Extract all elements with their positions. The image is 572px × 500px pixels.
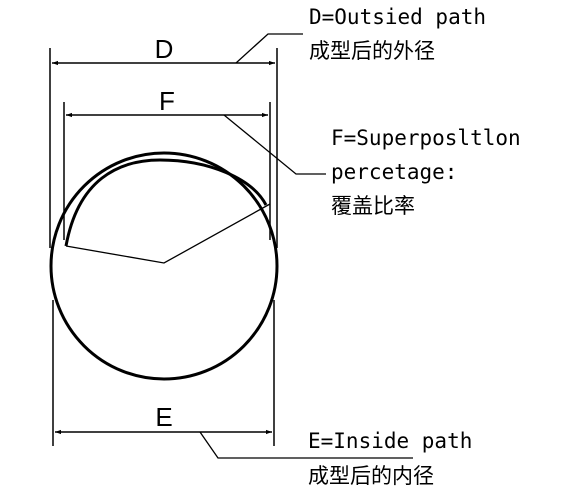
overlap-arc: [64, 158, 268, 247]
ring-circle: [49, 151, 279, 381]
dimension-f: F: [63, 86, 271, 240]
dimension-d: D: [49, 34, 278, 248]
dimension-label-f: F: [159, 86, 175, 116]
note-inside-en: E=Inside path: [308, 429, 472, 453]
leader-line-outside: [235, 33, 303, 64]
formed-ring: [49, 151, 279, 381]
note-overlap-en-line1: F=Superposltlon: [331, 126, 521, 150]
dimension-e: E: [52, 300, 275, 446]
overlap-radius-lines: [65, 203, 271, 264]
leader-line-overlap: [223, 114, 326, 175]
dimension-label-e: E: [155, 402, 172, 432]
leader-line-inside: [199, 431, 413, 459]
note-outside-zh: 成型后的外径: [309, 39, 435, 63]
note-overlap-zh: 覆盖比率: [331, 194, 415, 218]
dimension-label-d: D: [155, 34, 174, 64]
note-outside-en: D=Outsied path: [309, 5, 486, 29]
note-inside-zh: 成型后的内径: [308, 464, 434, 488]
note-overlap-en-line2: percetage:: [331, 160, 457, 184]
